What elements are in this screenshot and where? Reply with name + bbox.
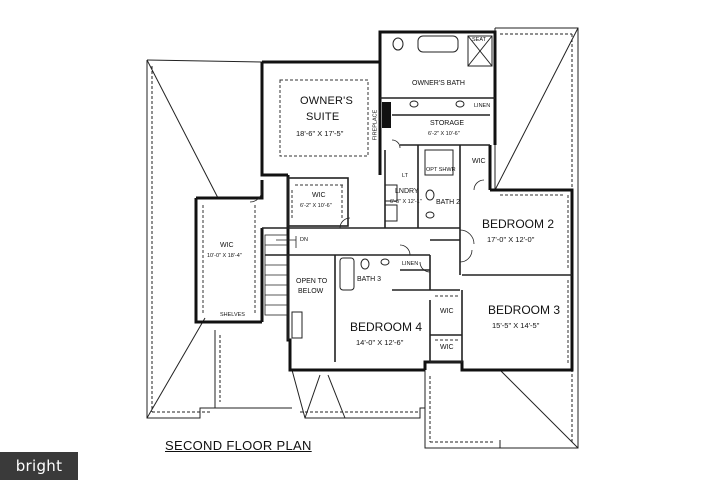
bathtub-icon (417, 35, 459, 53)
bath3-label: BATH 3 (357, 276, 381, 283)
fixtures (291, 35, 493, 339)
washer-icon (384, 184, 398, 202)
bedroom3-dims: 15'-5" X 14'-5" (492, 321, 540, 330)
shower-icon (467, 35, 493, 67)
bright-logo: bright (0, 452, 78, 480)
laundry-label: LNDRY (395, 188, 419, 195)
shower-icon (424, 149, 454, 176)
owners-suite-dims: 18'-6" X 17'-5" (296, 129, 344, 138)
lt-label: LT (402, 173, 409, 179)
owners-bath-label: OWNER'S BATH (412, 80, 465, 87)
wic-b4a-label: WIC (440, 308, 454, 315)
seat-label: SEAT (472, 37, 486, 43)
toilet-icon (360, 258, 370, 270)
porch-roof (214, 330, 425, 419)
bedroom4-dims: 14'-0" X 12'-6" (356, 338, 404, 347)
wic-suite-dims: 6'-2" X 10'-6" (300, 203, 332, 209)
wic-bed2-label: WIC (472, 158, 486, 165)
sink-icon (380, 258, 390, 266)
laundry-dims: 6'-8" X 12'-1" (390, 199, 422, 205)
open-below-label-1: OPEN TO (296, 278, 328, 285)
staircase (264, 234, 297, 316)
sink-icon (455, 100, 465, 108)
linen-top-label: LINEN (474, 103, 491, 109)
bath2-label: BATH 2 (436, 199, 460, 206)
bedroom4-label: BEDROOM 4 (350, 320, 423, 334)
plan-title: SECOND FLOOR PLAN (165, 438, 312, 453)
bathtub-icon (339, 257, 355, 291)
exterior-walls (194, 30, 574, 372)
toilet-icon (392, 37, 404, 51)
dryer-icon (384, 204, 398, 222)
wic-suite-label: WIC (312, 192, 326, 199)
fireplace-icon (382, 102, 391, 128)
sink-icon (409, 100, 419, 108)
open-below-label-2: BELOW (298, 288, 324, 295)
linen-mid-label: LINEN (402, 261, 419, 267)
toilet-icon (425, 189, 435, 201)
bedroom2-dims: 17'-0" X 12'-0" (487, 235, 535, 244)
bedroom2-label: BEDROOM 2 (482, 217, 555, 231)
closet-shelves (202, 79, 569, 365)
owners-suite-label-1: OWNER'S (300, 95, 354, 107)
door-swings (249, 139, 485, 273)
storage-label: STORAGE (430, 120, 465, 127)
roof-outline-left (146, 59, 263, 419)
owners-suite-label-2: SUITE (306, 111, 340, 123)
wic-b4b-label: WIC (440, 344, 454, 351)
bench-icon (291, 311, 303, 339)
storage-dims: 6'-2" X 10'-6" (428, 131, 460, 137)
wic-left-dims: 10'-0" X 18'-4" (207, 253, 242, 259)
opt-shower-label: OPT SHWR (426, 167, 456, 173)
stairs-down-label: DN (300, 237, 308, 243)
wic-left-label: WIC (220, 242, 234, 249)
shelves-label: SHELVES (220, 312, 245, 318)
fireplace-label: FIREPLACE (372, 109, 379, 141)
bedroom3-label: BEDROOM 3 (488, 303, 561, 317)
sink-icon (425, 211, 435, 219)
